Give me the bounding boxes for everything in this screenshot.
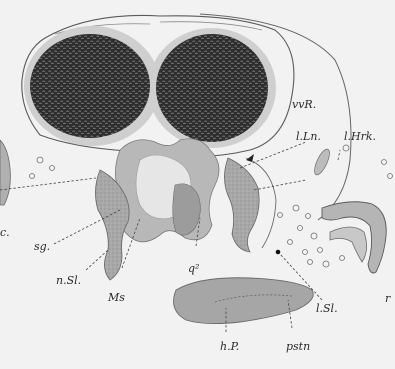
dark-point	[276, 250, 281, 255]
label-sg: sg.	[34, 240, 50, 253]
label-nsl: n.Sl.	[56, 274, 81, 287]
label-r: r	[385, 292, 391, 305]
label-ms: Ms	[107, 291, 125, 304]
label-vvr: vvR.	[292, 98, 316, 111]
label-q2: q²	[188, 262, 199, 275]
label-lsl: l.Sl.	[316, 302, 338, 315]
label-lln: l.Ln.	[296, 130, 321, 143]
label-lhrk: l.Hrk.	[344, 130, 376, 143]
label-pstn: pstn	[286, 340, 310, 353]
right-hemisphere	[156, 34, 268, 142]
left-hemisphere	[30, 34, 150, 138]
label-hp: h.P.	[220, 340, 239, 353]
label-c: c.	[0, 226, 10, 239]
